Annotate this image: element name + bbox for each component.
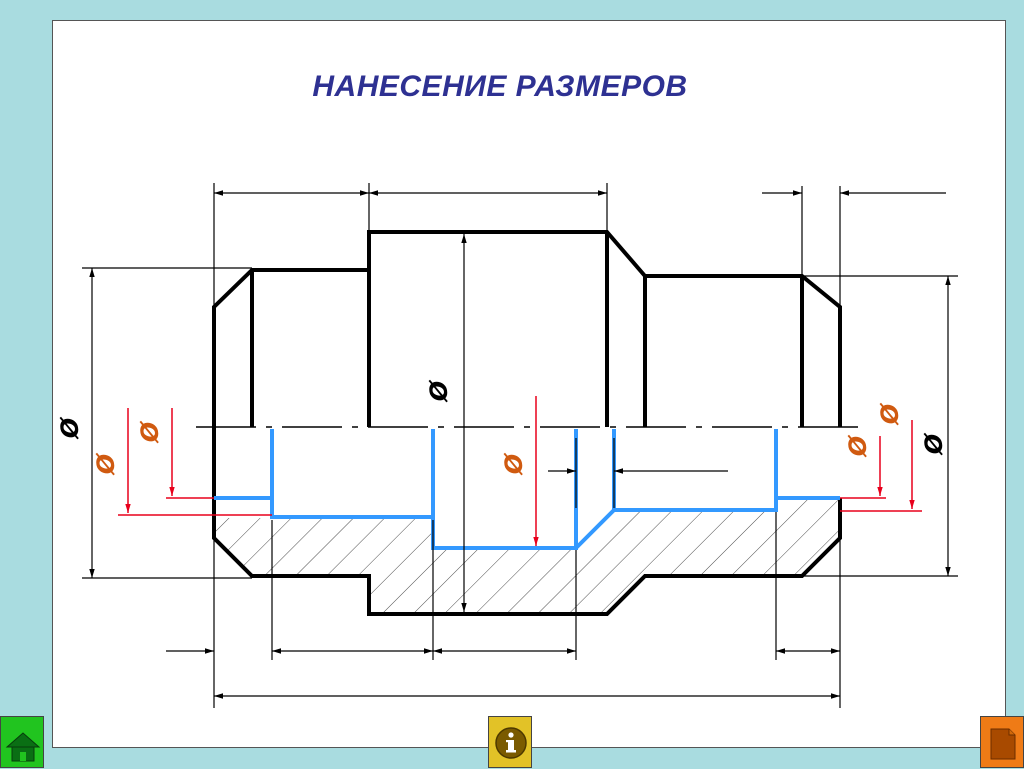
part-outline: [212, 230, 842, 616]
next-page-button[interactable]: [980, 716, 1024, 768]
diameter-symbol-thread-left-inner: Ø: [136, 420, 164, 444]
diameter-symbol-thread-right-outer: Ø: [876, 402, 904, 426]
diameter-symbol-central: Ø: [425, 379, 453, 403]
diameter-symbol-outer-right: Ø: [920, 432, 948, 456]
info-icon: [495, 727, 527, 759]
extension-lines: [82, 183, 958, 708]
slide-frame: [52, 20, 1006, 748]
info-button[interactable]: [488, 716, 532, 768]
diameter-symbol-bore-center: Ø: [500, 452, 528, 476]
diameter-symbol-outer-left: Ø: [56, 416, 84, 440]
dimension-lines: [89, 190, 951, 699]
thread-dimension-lines: [118, 396, 922, 546]
slide-title: НАНЕСЕНИЕ РАЗМЕРОВ: [312, 70, 688, 103]
home-icon: [5, 732, 41, 762]
diameter-symbol-thread-left-outer: Ø: [92, 452, 120, 476]
home-button[interactable]: [0, 716, 44, 768]
page-icon: [990, 728, 1016, 760]
diameter-symbol-thread-right-inner: Ø: [844, 434, 872, 458]
